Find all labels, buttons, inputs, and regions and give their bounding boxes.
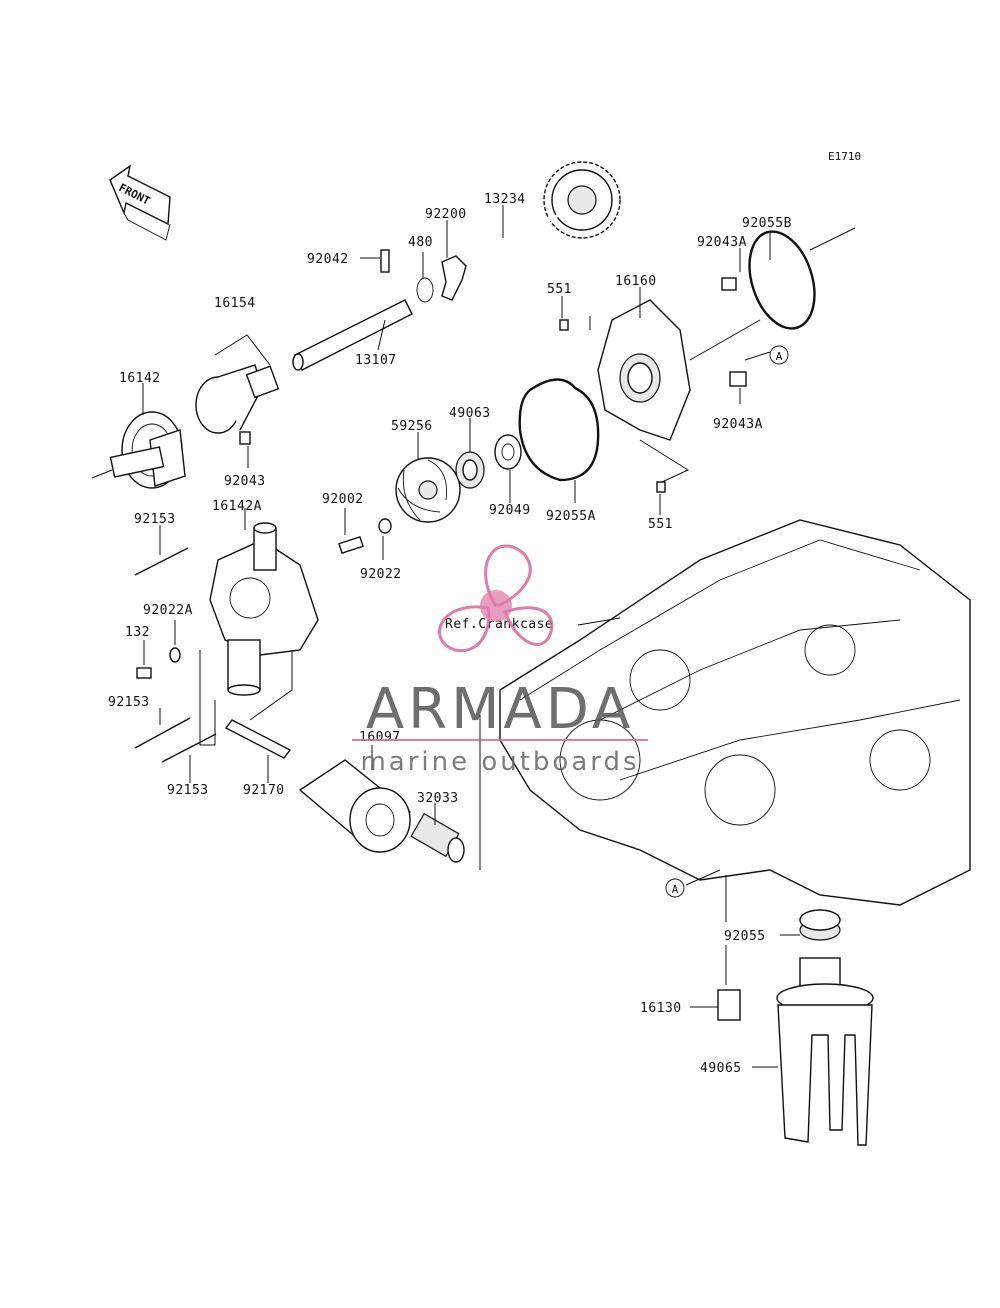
part-label: 92043 bbox=[224, 474, 266, 489]
propeller-logo-icon bbox=[438, 544, 554, 653]
part-label: 16130 bbox=[640, 1001, 682, 1016]
pump-housing bbox=[209, 522, 319, 696]
part-label: 92022A bbox=[143, 603, 193, 618]
plug bbox=[717, 989, 741, 1021]
pump-shaft bbox=[292, 299, 413, 371]
part-label: 92055A bbox=[546, 509, 596, 524]
diagram-code: E1710 bbox=[828, 150, 861, 163]
crankcase bbox=[499, 519, 971, 906]
part-label: 16142 bbox=[119, 371, 161, 386]
watermark-tagline: marine outboards bbox=[360, 747, 639, 777]
part-label: 92170 bbox=[243, 783, 285, 798]
impeller bbox=[395, 457, 461, 523]
pump-cover bbox=[597, 299, 691, 441]
armada-watermark: ARMADA marine outboards bbox=[352, 544, 648, 777]
part-label: 92049 bbox=[489, 503, 531, 518]
part-label: 16160 bbox=[615, 274, 657, 289]
part-label: 32033 bbox=[417, 791, 459, 806]
part-label: 16097 bbox=[359, 730, 401, 745]
part-label: 59256 bbox=[391, 419, 433, 434]
part-labels: 13234 92200 480 92042 92055B 92043A 1616… bbox=[108, 192, 792, 1076]
part-label: 16142A bbox=[212, 499, 262, 514]
mechanical-seal bbox=[455, 451, 485, 489]
part-label: 92022 bbox=[360, 567, 402, 582]
part-label: 49065 bbox=[700, 1061, 742, 1076]
part-label: 13107 bbox=[355, 353, 397, 368]
part-label: 13234 bbox=[484, 192, 526, 207]
part-label: 132 bbox=[125, 625, 150, 640]
part-label: 16154 bbox=[214, 296, 256, 311]
part-label: 49063 bbox=[449, 406, 491, 421]
drive-gear-shaft bbox=[469, 161, 621, 264]
part-label: 92153 bbox=[167, 783, 209, 798]
callout-a-bottom: A bbox=[665, 878, 685, 898]
oil-filter bbox=[298, 759, 412, 853]
part-label: 551 bbox=[648, 517, 673, 532]
part-label: 92200 bbox=[425, 207, 467, 222]
pipe bbox=[410, 812, 465, 863]
part-label: 480 bbox=[408, 235, 433, 250]
part-label: 551 bbox=[547, 282, 572, 297]
outer-rotor bbox=[195, 364, 280, 434]
part-label: 92002 bbox=[322, 492, 364, 507]
oil-strainer bbox=[776, 957, 874, 1146]
watermark-brand: ARMADA bbox=[366, 677, 634, 742]
callout-a-top: A bbox=[769, 345, 789, 365]
oil-seal bbox=[799, 909, 841, 941]
part-label: 92055 bbox=[724, 929, 766, 944]
reference-label: Ref.Crankcase bbox=[445, 617, 553, 632]
front-arrow-icon: FRONT bbox=[109, 164, 171, 241]
svg-text:A: A bbox=[776, 350, 783, 363]
part-label: 92043A bbox=[697, 235, 747, 250]
part-label: 92055B bbox=[742, 216, 792, 231]
part-label: 92153 bbox=[134, 512, 176, 527]
part-label: 92153 bbox=[108, 695, 150, 710]
part-label: 92043A bbox=[713, 417, 763, 432]
pump-body bbox=[91, 411, 186, 489]
svg-text:A: A bbox=[672, 883, 679, 896]
part-label: 92042 bbox=[307, 252, 349, 267]
